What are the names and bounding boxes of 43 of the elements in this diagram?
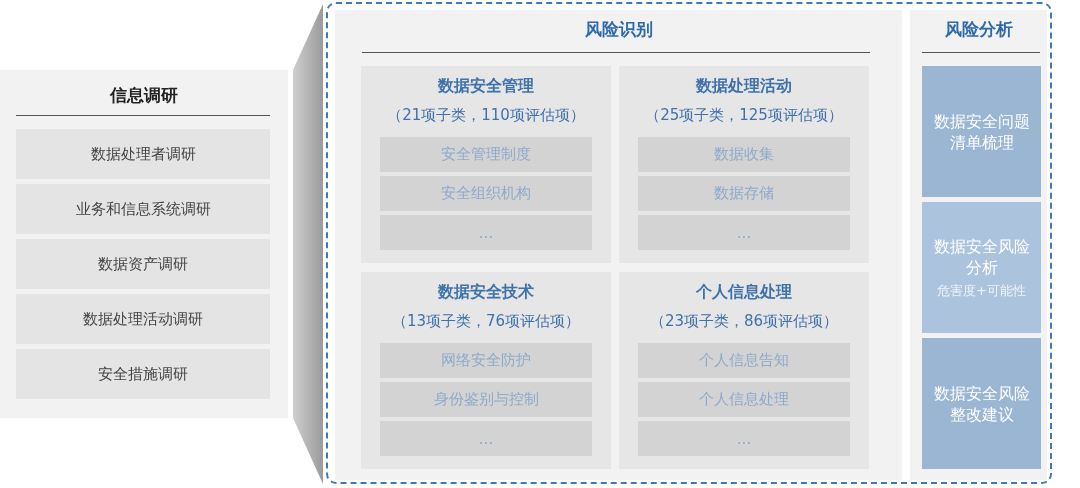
section-panel — [335, 10, 902, 480]
step-box — [922, 338, 1041, 469]
category-box — [619, 66, 869, 263]
subitem-label: 数据存储 — [714, 184, 774, 203]
item-label: 业务和信息系统调研 — [75, 199, 211, 219]
subitem-label: 个人信息处理 — [699, 390, 789, 409]
step-label: 数据安全问题清单梳理 — [932, 110, 1031, 153]
category-box — [619, 272, 869, 469]
step-label: 数据安全风险整改建议 — [932, 382, 1031, 425]
panel-heading: 信息调研 — [109, 84, 179, 107]
subitem-label: 数据收集 — [714, 145, 774, 164]
category-count: （25项子类，125项评估项） — [644, 106, 844, 125]
category-count: （21项子类，110项评估项） — [386, 106, 586, 125]
item-label: 数据处理者调研 — [90, 144, 196, 164]
category-title: 数据安全技术 — [437, 282, 535, 303]
subitem-label: 身份鉴别与控制 — [433, 390, 539, 409]
subitem-label: ... — [736, 223, 752, 242]
subitem-label: 安全管理制度 — [441, 145, 531, 164]
category-title: 数据安全管理 — [437, 76, 535, 97]
section-panel — [910, 10, 1047, 480]
step-label: 数据安全风险分析 — [932, 235, 1031, 278]
item-label: 数据处理活动调研 — [83, 309, 203, 329]
subitem-label: 安全组织机构 — [441, 184, 531, 203]
category-title: 数据处理活动 — [695, 76, 793, 97]
item-label: 数据资产调研 — [98, 254, 188, 274]
subitem-label: ... — [736, 429, 752, 448]
category-box — [361, 272, 611, 469]
item-label: 安全措施调研 — [98, 364, 188, 384]
category-title: 个人信息处理 — [695, 282, 793, 303]
subitem-label: ... — [478, 429, 494, 448]
step-note: 危害度+可能性 — [937, 281, 1026, 300]
category-box — [361, 66, 611, 263]
subitem-label: 网络安全防护 — [441, 351, 531, 370]
subitem-label: ... — [478, 223, 494, 242]
step-box — [922, 66, 1041, 197]
dashed-frame — [326, 2, 1052, 484]
section-heading: 风险识别 — [583, 18, 654, 41]
step-box — [922, 202, 1041, 333]
subitem-label: 个人信息告知 — [699, 351, 789, 370]
section-heading: 风险分析 — [943, 18, 1014, 41]
panel — [0, 70, 288, 418]
category-count: （13项子类，76项评估项） — [390, 312, 582, 331]
category-count: （23项子类，86项评估项） — [648, 312, 840, 331]
